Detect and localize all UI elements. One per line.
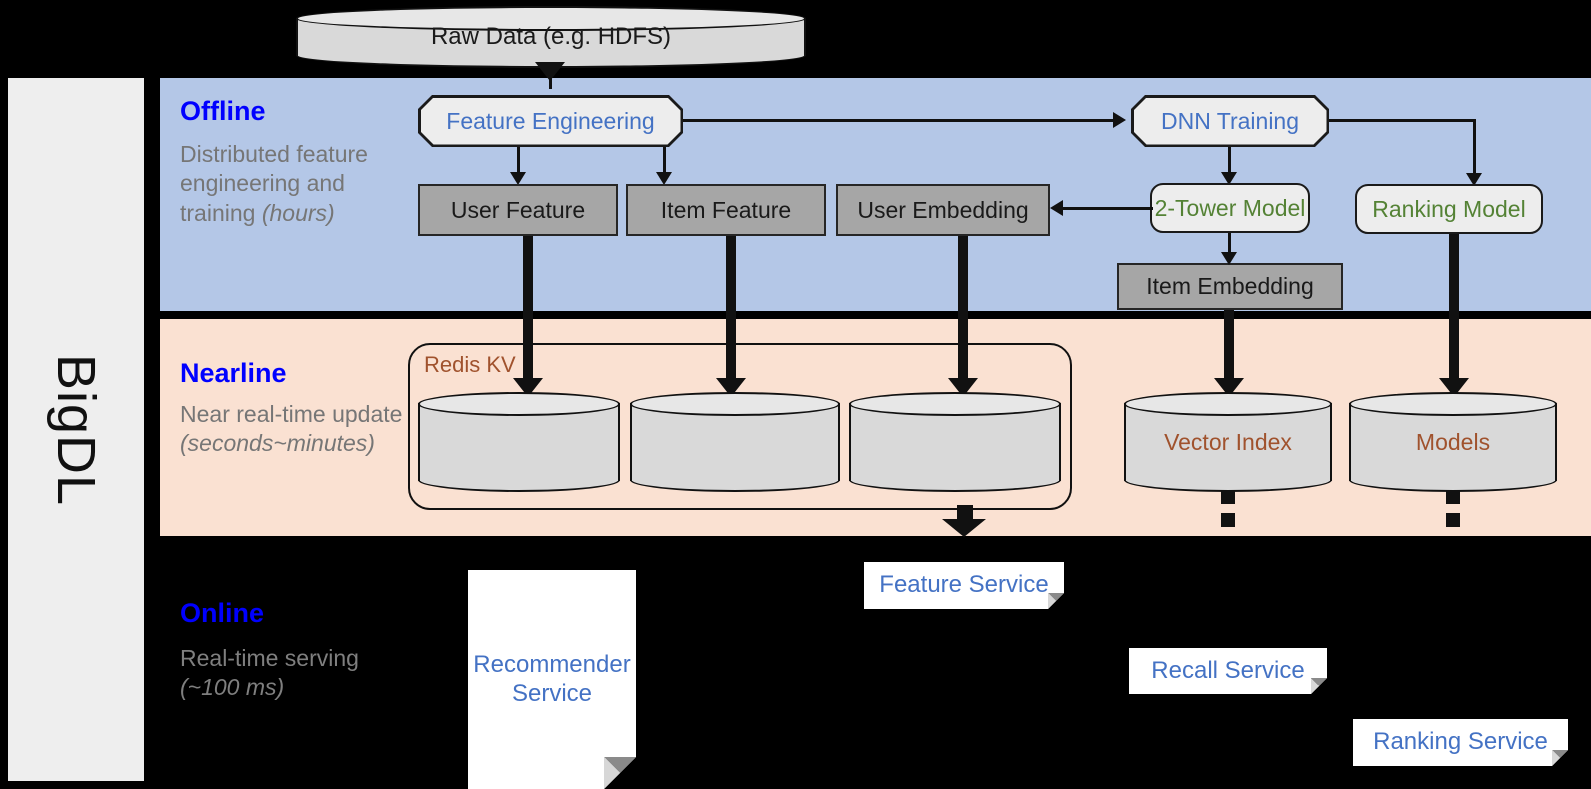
arrow-2tower-userembedding — [1050, 200, 1063, 216]
ranking-service-label: Ranking Service — [1373, 728, 1548, 756]
redis-store-user-feature-label — [418, 392, 620, 492]
recall-service-label: Recall Service — [1151, 656, 1305, 684]
models-store[interactable]: Models — [1349, 392, 1557, 492]
connector-2tower-userembedding — [1063, 207, 1153, 210]
feature-engineering-face: Feature Engineering — [421, 98, 681, 145]
online-subtitle-italic: (~100 ms) — [180, 674, 285, 701]
offline-subtitle-plain: Distributed feature engineering and trai… — [180, 141, 368, 226]
cyl-body — [1124, 403, 1332, 481]
dnn-training-node[interactable]: DNN Training — [1131, 95, 1329, 147]
cyl-top — [849, 392, 1061, 416]
cyl-top — [1349, 392, 1557, 416]
cyl-body — [630, 403, 840, 481]
bigdl-label: BigDL — [46, 353, 106, 506]
cyl-top — [630, 392, 840, 416]
arrow-rawdata-fe — [535, 62, 565, 81]
cyl-body — [418, 403, 620, 481]
item-embedding-label: Item Embedding — [1146, 273, 1314, 300]
dnn-training-face: DNN Training — [1134, 98, 1327, 145]
redis-store-user-embedding-label — [849, 392, 1061, 492]
recall-service-node[interactable]: Recall Service — [1129, 648, 1327, 694]
user-feature-node[interactable]: User Feature — [418, 184, 618, 236]
cyl-body — [849, 403, 1061, 481]
nearline-subtitle: Near real-time update (seconds~minutes) — [180, 400, 405, 459]
flow-itemembedding-vectorindex — [1224, 310, 1234, 388]
connector-vectorindex-recall-stub2 — [1221, 513, 1235, 527]
arrow-fe-itemfeature — [656, 172, 672, 185]
item-feature-node[interactable]: Item Feature — [626, 184, 826, 236]
feature-service-label: Feature Service — [879, 571, 1049, 599]
item-embedding-node[interactable]: Item Embedding — [1117, 263, 1343, 310]
recommender-service-label: Recommender Service — [473, 650, 631, 707]
bigdl-framework-panel: BigDL — [8, 78, 144, 781]
cyl-body — [1349, 403, 1557, 481]
online-subtitle: Real-time serving (~100 ms) — [180, 644, 405, 703]
redis-store-item-feature[interactable] — [630, 392, 840, 492]
nearline-subtitle-italic: (seconds~minutes) — [180, 430, 375, 457]
connector-redis-featureservice-stub — [957, 505, 973, 523]
flow-userembedding-store — [958, 236, 968, 388]
cyl-top — [418, 392, 620, 416]
offline-title: Offline — [180, 96, 266, 126]
item-feature-label: Item Feature — [660, 196, 792, 223]
raw-data-top — [296, 6, 806, 31]
redis-store-item-feature-label — [630, 392, 840, 492]
cyl-top — [1124, 392, 1332, 416]
connector-2tower-itemembedding — [1228, 233, 1231, 257]
flow-itemfeature-store — [726, 236, 736, 388]
connector-fe-userfeature — [517, 147, 520, 176]
flow-userfeature-store — [523, 236, 533, 388]
models-label: Models — [1415, 428, 1491, 455]
connector-dnn-ranking-h — [1329, 119, 1476, 122]
redis-store-user-embedding[interactable] — [849, 392, 1061, 492]
flow-rankingmodel-models — [1449, 234, 1459, 388]
nearline-title: Nearline — [180, 358, 287, 388]
user-feature-label: User Feature — [450, 196, 586, 223]
recommender-service-node[interactable]: Recommender Service — [468, 570, 636, 789]
ranking-service-node[interactable]: Ranking Service — [1353, 719, 1568, 766]
arrow-redis-featureservice — [942, 519, 986, 537]
arrow-fe-userfeature — [510, 172, 526, 185]
connector-fe-dnn — [683, 119, 1113, 122]
connector-models-ranking-stub1 — [1446, 490, 1460, 504]
vector-index-label: Vector Index — [1164, 428, 1292, 455]
ranking-model-label: Ranking Model — [1372, 195, 1526, 222]
connector-dnn-ranking-v — [1473, 119, 1476, 177]
raw-data-store: Raw Data (e.g. HDFS) — [296, 6, 806, 68]
redis-store-user-feature[interactable] — [418, 392, 620, 492]
user-embedding-label: User Embedding — [857, 196, 1029, 223]
arrow-dnn-ranking — [1466, 173, 1482, 186]
raw-data-label: Raw Data (e.g. HDFS) — [430, 23, 672, 50]
redis-kv-container — [408, 343, 1072, 510]
connector-dnn-2tower — [1228, 147, 1231, 176]
feature-engineering-label: Feature Engineering — [446, 107, 655, 134]
two-tower-model-label: 2-Tower Model — [1154, 194, 1306, 221]
arrow-dnn-2tower — [1221, 172, 1237, 185]
redis-kv-label: Redis KV — [424, 352, 516, 377]
feature-service-node[interactable]: Feature Service — [864, 562, 1064, 609]
connector-vectorindex-recall-stub1 — [1221, 490, 1235, 504]
online-title: Online — [180, 598, 265, 628]
arrow-fe-dnn — [1113, 112, 1126, 128]
offline-subtitle-italic: (hours) — [261, 199, 335, 226]
user-embedding-node[interactable]: User Embedding — [836, 184, 1050, 236]
arrow-2tower-itemembedding — [1221, 252, 1237, 265]
ranking-model-node[interactable]: Ranking Model — [1355, 184, 1543, 234]
connector-fe-itemfeature — [663, 147, 666, 176]
connector-models-ranking-stub2 — [1446, 513, 1460, 527]
feature-engineering-node[interactable]: Feature Engineering — [418, 95, 683, 147]
offline-subtitle: Distributed feature engineering and trai… — [180, 140, 405, 228]
online-subtitle-plain: Real-time serving — [180, 645, 359, 671]
two-tower-model-node[interactable]: 2-Tower Model — [1150, 183, 1310, 233]
nearline-subtitle-plain: Near real-time update — [180, 401, 403, 427]
dnn-training-label: DNN Training — [1160, 107, 1300, 134]
vector-index-store[interactable]: Vector Index — [1124, 392, 1332, 492]
